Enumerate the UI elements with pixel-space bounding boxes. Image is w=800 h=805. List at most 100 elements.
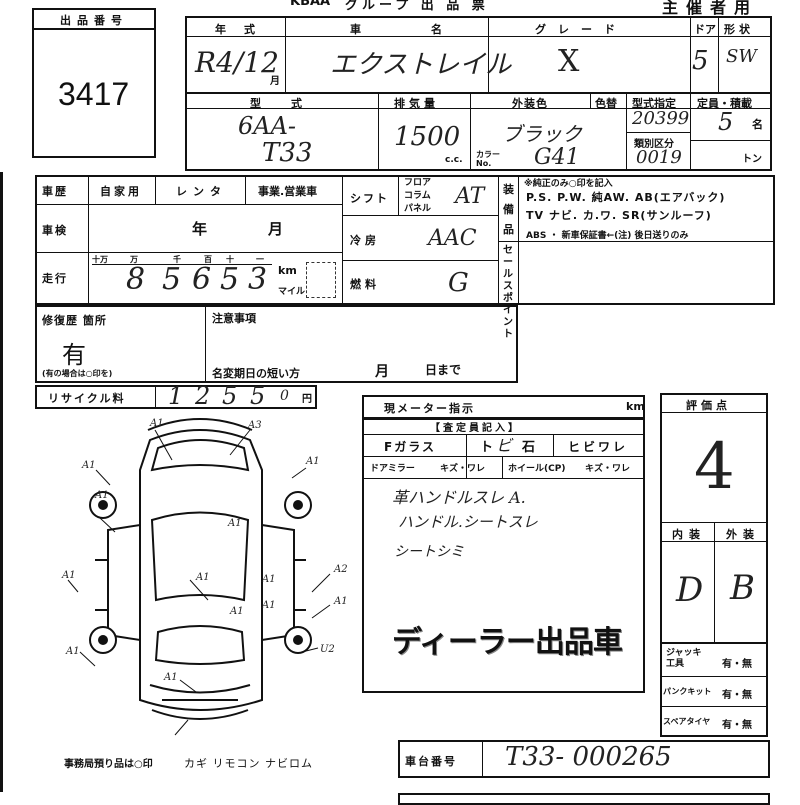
stone-label-2: 石 [522, 440, 536, 455]
color-value: ブラック [502, 122, 582, 146]
inspector-comment-3: シートシミ [394, 544, 464, 560]
rating-value: 4 [694, 430, 735, 504]
shape-label: 形状 [724, 23, 754, 36]
ac-value: AAC [428, 226, 477, 251]
km-label: km [278, 264, 297, 277]
displacement-label: 排気量 [394, 97, 439, 110]
mileage-digit-header-5: 一 [256, 255, 264, 264]
capacity-value: 5 [718, 108, 734, 136]
name-change-label: 名変期日の短い方 [212, 367, 300, 380]
equipment-line-3: ABS ・ 新車保証書←(注) 後日送りのみ [526, 231, 689, 241]
mileage-digit-header-3: 百 [204, 255, 212, 264]
damage-mark-7: A1 [62, 570, 76, 581]
equipment-line-2: TV ナビ. カ.ワ. SR(サンルーフ) [526, 209, 712, 222]
chassis-box [398, 740, 770, 778]
key-items: カギ リモコン ナビロム [184, 757, 313, 770]
damage-mark-13: A1 [334, 596, 348, 607]
jack-yes-no[interactable]: 有・無 [722, 659, 752, 670]
recycle-digit-4: 0 [280, 388, 289, 404]
rating-label: 評価点 [686, 399, 731, 412]
shift-floor: フロア [404, 178, 432, 188]
mileage-digit-2: 6 [192, 262, 212, 297]
recycle-digit-3: 5 [250, 382, 266, 410]
damage-mark-1: A1 [150, 418, 164, 429]
history-label: 車歴 [42, 185, 68, 198]
brand: KBAA [290, 0, 331, 9]
exterior-label: 外装 [726, 528, 760, 541]
shift-label: シフト [350, 192, 389, 205]
repair-note: (有の場合は○印を) [42, 369, 113, 378]
mirror-value: キズ・ワレ [440, 464, 486, 474]
exterior-value: B [730, 568, 755, 608]
year-label: 年式 [215, 23, 273, 36]
history-box [35, 175, 775, 305]
form-title: グループ 出 品 票 [345, 0, 489, 13]
category-label: 類別区分 [634, 139, 674, 150]
grade-value: X [558, 44, 580, 79]
damage-mark-15: A1 [66, 646, 80, 657]
shape-value: SW [726, 46, 757, 67]
stone-mark: ビ [496, 436, 513, 455]
type-designation-value: 20399 [632, 108, 690, 129]
puncture-yes-no[interactable]: 有・無 [722, 690, 752, 701]
ton-unit: トン [742, 154, 762, 165]
damage-mark-12: A2 [334, 564, 348, 575]
repair-label: 修復歴 箇所 [42, 314, 107, 327]
door-label: ドア [694, 23, 716, 36]
damage-mark-16: A1 [164, 672, 178, 683]
mileage-digit-header-4: 十 [226, 255, 234, 264]
notes-label: 注意事項 [212, 312, 256, 325]
mileage-digit-0: 8 [126, 262, 146, 297]
office-label: 事務局預り品は○印 [64, 759, 153, 770]
copy-label: 主催者用 [662, 0, 759, 17]
fuel-value: G [448, 268, 469, 298]
name-change-month: 月 [375, 364, 389, 380]
mileage-digit-header-1: 万 [130, 255, 138, 264]
shift-column: コラム [404, 191, 431, 201]
damage-mark-2: A3 [248, 420, 262, 431]
recycle-unit: 円 [302, 394, 312, 405]
mileage-label: 走行 [42, 272, 68, 285]
repair-box [35, 305, 518, 383]
recycle-label: リサイクル料 [48, 392, 126, 405]
damage-mark-11: A1 [230, 606, 244, 617]
mileage-digit-header-0: 十万 [92, 255, 108, 264]
lot-label: 出品番号 [60, 14, 128, 27]
sales-point-label: セールスポイント [503, 245, 513, 340]
recycle-digit-2: 5 [222, 382, 238, 410]
capacity-label: 定員・積載 [697, 97, 752, 110]
inspection-month-word: 月 [268, 220, 284, 238]
equipment-note: ※純正のみ○印を記入 [524, 179, 613, 189]
bottom-strip [398, 793, 770, 805]
shift-value: AT [455, 184, 485, 209]
rental-label: レンタ [176, 185, 227, 198]
private-label: 自家用 [100, 185, 142, 198]
left-edge-bar [0, 172, 3, 792]
inspector-comment-1: 革ハンドルスレ A. [392, 488, 526, 507]
dealer-stamp: ディーラー出品車 [392, 625, 623, 660]
shift-panel: パネル [404, 204, 432, 214]
chassis-label: 車台番号 [405, 755, 457, 768]
inspector-title: 【査定員記入】 [430, 423, 521, 434]
mile-checkbox[interactable] [306, 262, 336, 298]
ext-color-label: 外装色 [512, 97, 548, 110]
rating-box [660, 393, 768, 737]
mileage-digit-header-2: 千 [173, 255, 181, 264]
color-swap-label: 色替 [595, 97, 617, 110]
recycle-digit-0: 1 [168, 382, 184, 410]
damage-mark-9: A1 [262, 574, 276, 585]
damage-mark-14: U2 [320, 644, 335, 655]
inspector-box [362, 418, 645, 693]
recycle-digit-1: 2 [195, 382, 211, 410]
recycle-box [35, 385, 317, 409]
fuel-label: 燃料 [350, 278, 380, 291]
damage-mark-5: A1 [95, 490, 109, 501]
year-unit: 月 [270, 76, 280, 87]
year-value: R4/12 [195, 46, 279, 79]
damage-mark-4: A1 [306, 456, 320, 467]
chassis-value: T33- 000265 [505, 742, 672, 772]
spare-yes-no[interactable]: 有・無 [722, 720, 752, 731]
meter-label: 現メーター指示 [384, 402, 475, 415]
wheel-label: ホイール(CP) [508, 464, 566, 474]
